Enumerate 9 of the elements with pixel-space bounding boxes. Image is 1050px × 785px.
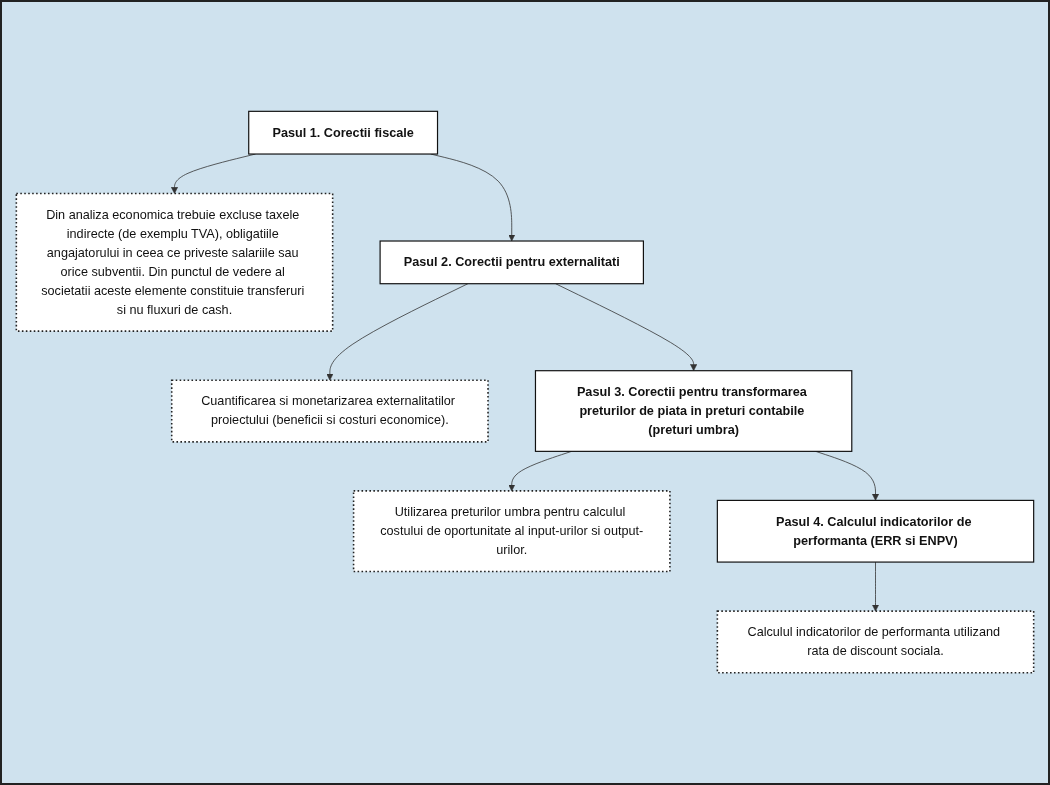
node-box bbox=[352, 490, 671, 573]
node-box bbox=[15, 193, 334, 333]
node-box bbox=[716, 500, 1035, 564]
node-box bbox=[170, 379, 489, 444]
node-box bbox=[248, 111, 439, 156]
node-box bbox=[716, 610, 1035, 674]
node-box bbox=[534, 370, 853, 453]
flowchart-drawing: Pasul 1. Corectii fiscale Din analiza economica trebuie excluse taxele indirecte (de exemplu TVA), obligatiile angajatorului in ceea ce priveste salariile sau orice subventii. Din punctul de vedere al societatii aceste elemente constituie transferuri si nu fluxuri de cash. Pasul 2. Corectii pentru externalitati Cuantificarea si monetarizarea externalitatilor proiectului (beneficii si costuri economice). Pasul 3. Corectii pentru transformarea preturilor de piata in preturi contabile (preturi umbra) Utilizarea preturilor umbra pentru calculul costului de oportunitate al input-urilor si output-urilor. Pasul 4. Calculul indicatorilor de performanta (ERR si ENPV) Calculul indicatorilor de performanta utilizand rata de discount sociala. bbox=[10, 105, 1040, 680]
node-box bbox=[379, 240, 644, 285]
